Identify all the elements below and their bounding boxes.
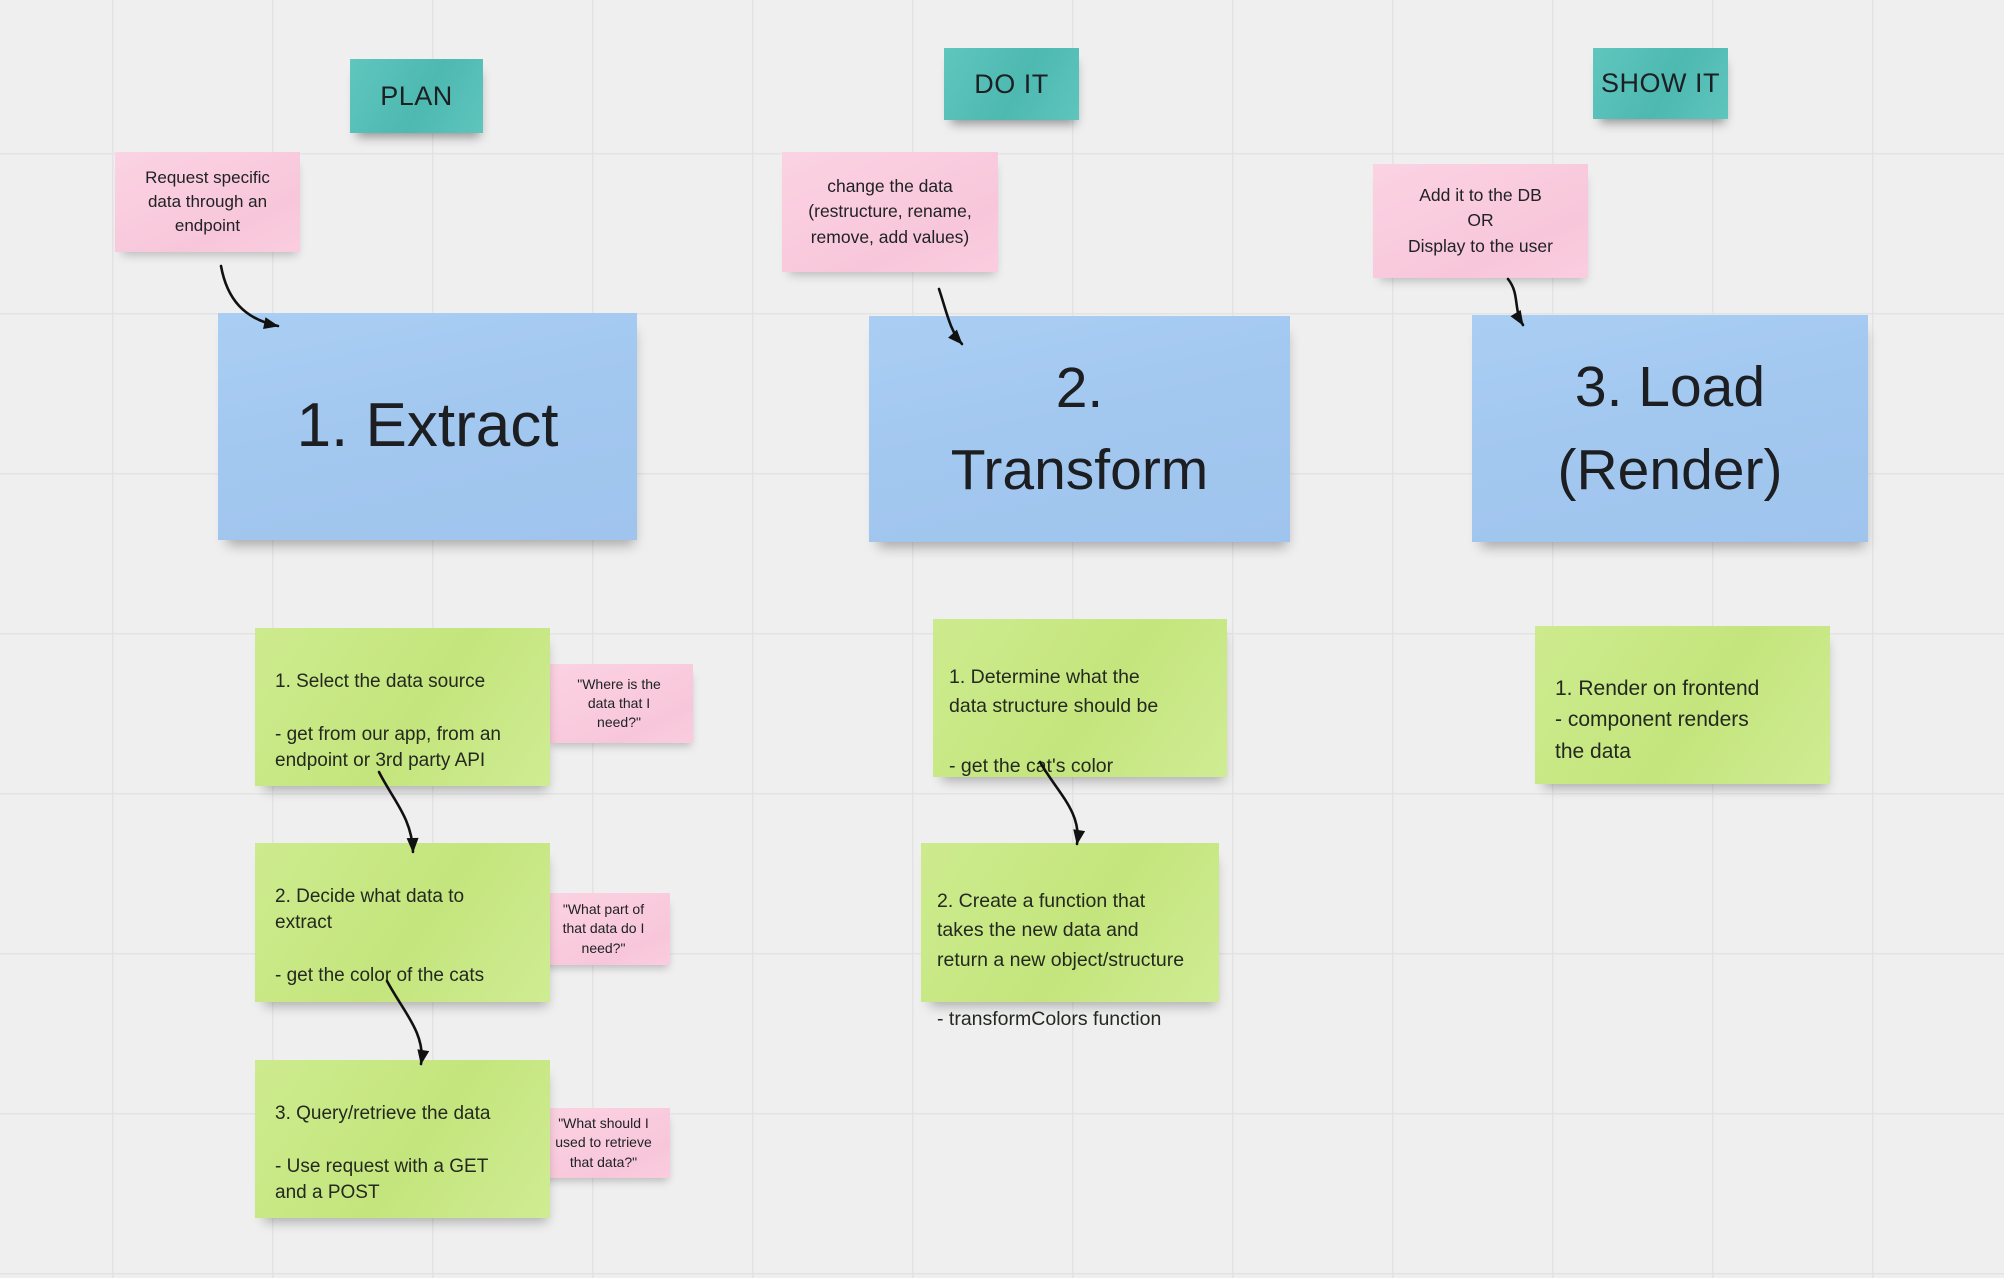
step-note-create-function[interactable]: 2. Create a function that takes the new … bbox=[921, 843, 1219, 1030]
step-note-query-retrieve[interactable]: 3. Query/retrieve the data - Use request… bbox=[255, 1060, 550, 1218]
step-note-render-frontend[interactable]: 1. Render on frontend - component render… bbox=[1535, 626, 1830, 784]
header-note-do-it[interactable]: DO IT bbox=[944, 48, 1079, 120]
header-note-plan[interactable]: PLAN bbox=[350, 59, 483, 133]
hint-note-load[interactable]: Add it to the DB OR Display to the user bbox=[1373, 164, 1588, 278]
question-note-what-retrieve[interactable]: "What should I used to retrieve that dat… bbox=[537, 1108, 670, 1178]
step-note-decide-data[interactable]: 2. Decide what data to extract - get the… bbox=[255, 843, 550, 1002]
hint-note-load-text: Add it to the DB OR Display to the user bbox=[1408, 185, 1553, 256]
step-note-determine-structure[interactable]: 1. Determine what the data structure sho… bbox=[933, 619, 1227, 777]
header-note-show-it[interactable]: SHOW IT bbox=[1593, 48, 1728, 119]
header-note-show-it-label: SHOW IT bbox=[1601, 68, 1720, 98]
stage-note-load-text: 3. Load (Render) bbox=[1557, 355, 1783, 502]
header-note-do-it-label: DO IT bbox=[974, 68, 1049, 99]
step-note-select-data-source-text: 1. Select the data source - get from our… bbox=[275, 671, 501, 771]
hint-note-transform-text: change the data (restructure, rename, re… bbox=[808, 176, 972, 247]
stage-note-extract[interactable]: 1. Extract bbox=[218, 313, 637, 540]
question-note-what-retrieve-text: "What should I used to retrieve that dat… bbox=[555, 1115, 652, 1170]
hint-note-extract[interactable]: Request specific data through an endpoin… bbox=[115, 152, 300, 252]
step-note-query-retrieve-text: 3. Query/retrieve the data - Use request… bbox=[275, 1103, 491, 1203]
question-note-where-is-data[interactable]: "Where is the data that I need?" bbox=[545, 664, 693, 743]
step-note-determine-structure-text: 1. Determine what the data structure sho… bbox=[949, 665, 1159, 777]
stage-note-load[interactable]: 3. Load (Render) bbox=[1472, 315, 1868, 542]
stage-note-transform-text: 2. Transform bbox=[950, 355, 1209, 502]
question-note-where-is-data-text: "Where is the data that I need?" bbox=[577, 675, 661, 731]
hint-note-transform[interactable]: change the data (restructure, rename, re… bbox=[782, 152, 998, 272]
step-note-select-data-source[interactable]: 1. Select the data source - get from our… bbox=[255, 628, 550, 786]
stage-note-transform[interactable]: 2. Transform bbox=[869, 316, 1290, 542]
question-note-what-part[interactable]: "What part of that data do I need?" bbox=[537, 893, 670, 965]
step-note-decide-data-text: 2. Decide what data to extract - get the… bbox=[275, 886, 485, 986]
header-note-plan-label: PLAN bbox=[380, 80, 453, 111]
step-note-render-frontend-text: 1. Render on frontend - component render… bbox=[1555, 676, 1760, 763]
question-note-what-part-text: "What part of that data do I need?" bbox=[562, 901, 645, 956]
stage-note-extract-text: 1. Extract bbox=[296, 391, 559, 461]
step-note-create-function-text: 2. Create a function that takes the new … bbox=[937, 889, 1185, 1031]
hint-note-extract-text: Request specific data through an endpoin… bbox=[145, 167, 270, 236]
